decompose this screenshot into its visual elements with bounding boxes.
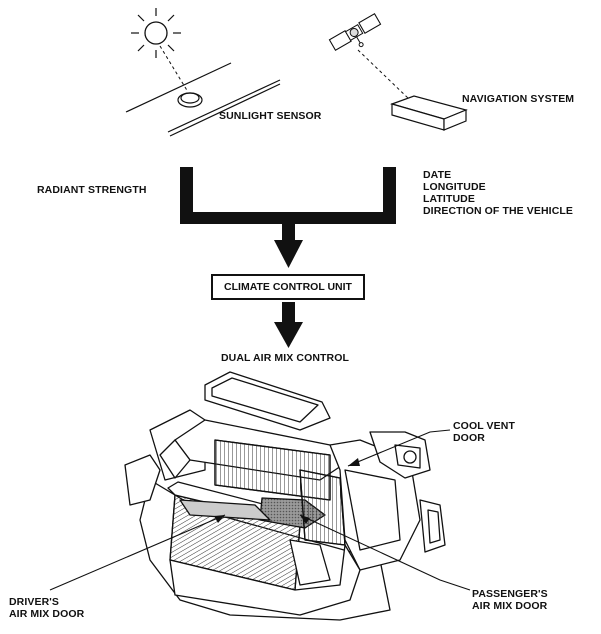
navigation-unit-icon <box>390 95 468 131</box>
navigation-system-label: NAVIGATION SYSTEM <box>462 93 575 105</box>
climate-control-unit-label: CLIMATE CONTROL UNIT <box>224 281 352 293</box>
nav-info-longitude: LONGITUDE <box>423 181 486 193</box>
nav-info-latitude: LATITUDE <box>423 193 475 205</box>
leader-lines <box>49 429 471 591</box>
input-merge-arrow <box>180 167 396 268</box>
climate-control-unit-box: CLIMATE CONTROL UNIT <box>211 274 365 300</box>
passengers-door-leader <box>299 514 471 591</box>
control-output-arrow <box>274 302 303 348</box>
satellite-signal-dashed-line <box>357 49 411 101</box>
nav-info-list: DATE LONGITUDE LATITUDE DIRECTION OF THE… <box>423 169 573 217</box>
sunlight-sensor-label: SUNLIGHT SENSOR <box>219 110 322 122</box>
cool-vent-door-label: COOL VENT DOOR <box>453 420 515 444</box>
passengers-air-mix-door-label: PASSENGER'S AIR MIX DOOR <box>472 588 548 612</box>
dual-air-mix-control-label: DUAL AIR MIX CONTROL <box>221 352 349 364</box>
drivers-door-leader <box>49 514 226 591</box>
passengers-air-mix-door-line2: AIR MIX DOOR <box>472 600 548 612</box>
nav-info-date: DATE <box>423 169 452 181</box>
nav-info-direction: DIRECTION OF THE VEHICLE <box>423 205 573 217</box>
cool-vent-door-line1: COOL VENT <box>453 420 515 432</box>
radiant-strength-label: RADIANT STRENGTH <box>37 184 147 196</box>
heater-unit-illustration <box>124 371 446 621</box>
sun-ray-dashed-line <box>159 45 189 93</box>
sunlight-sensor-icon <box>125 62 281 137</box>
passengers-air-mix-door-line1: PASSENGER'S <box>472 588 548 600</box>
drivers-air-mix-door-label: DRIVER'S AIR MIX DOOR <box>9 596 84 620</box>
sun-icon <box>131 8 181 58</box>
cool-vent-door-line2: DOOR <box>453 432 485 444</box>
drivers-air-mix-door-line2: AIR MIX DOOR <box>9 608 85 620</box>
cool-vent-leader <box>347 429 451 467</box>
satellite-icon <box>328 13 382 51</box>
drivers-air-mix-door-line1: DRIVER'S <box>9 596 59 608</box>
